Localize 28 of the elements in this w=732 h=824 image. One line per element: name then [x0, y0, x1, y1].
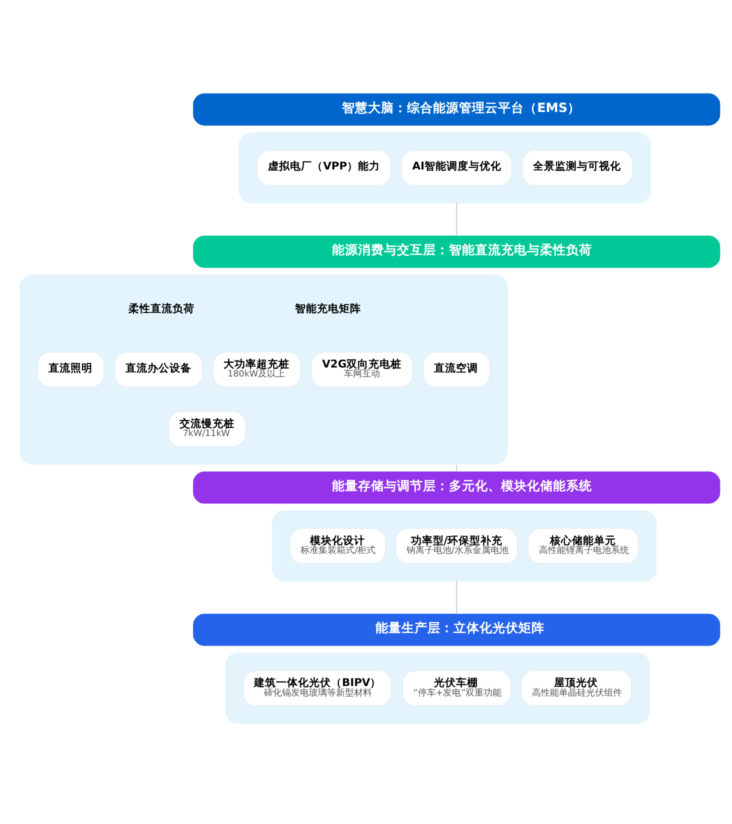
node-text: 智能充电矩阵	[294, 301, 361, 314]
node-box: 直流办公设备	[114, 351, 203, 388]
node-box: 屋顶光伏 高性能单晶硅光伏组件	[520, 670, 632, 706]
node-box: 能量存储与调节层：多元化、模块化储能系统	[193, 470, 720, 504]
node-box: 能量生产层：立体化光伏矩阵	[193, 613, 720, 646]
node-box: AI智能调度与优化	[401, 149, 512, 186]
node-box: 能源消费与交互层：智能直流充电与柔性负荷	[193, 235, 720, 268]
node-box: 模块化设计 标准集装箱式/柜式	[290, 527, 386, 564]
node-box: 功率型/环保型补充 钠离子电池/水系金属电池	[395, 527, 518, 564]
cluster	[225, 652, 650, 724]
node-box: 虚拟电厂（VPP）能力	[256, 149, 392, 186]
node-box: 大功率超充桩 180kW及以上	[212, 351, 302, 388]
node-box: 直流照明	[37, 351, 104, 388]
node-box: 交流慢充桩 7kW/11kW	[168, 410, 246, 447]
node-box: 直流空调	[423, 351, 490, 388]
node-box: 光伏车棚 “停车+发电”双重功能	[402, 670, 512, 706]
node-box: V2G双向充电桩 车网互动	[310, 351, 414, 388]
connector	[456, 580, 458, 614]
cluster	[20, 274, 508, 464]
node-box: 核心储能单元 高性能锂离子电池系统	[528, 527, 639, 564]
cluster	[272, 510, 657, 582]
node-box: 全景监测与可视化	[522, 149, 633, 186]
connector	[456, 202, 458, 236]
cluster	[238, 132, 651, 203]
connector	[456, 463, 458, 472]
node-text: 柔性直流负荷	[128, 301, 194, 314]
node-box: 建筑一体化光伏（BIPV） 碲化镉发电玻璃等新型材料	[242, 670, 392, 706]
node-box: 智慧大脑：综合能源管理云平台（EMS）	[193, 92, 720, 126]
